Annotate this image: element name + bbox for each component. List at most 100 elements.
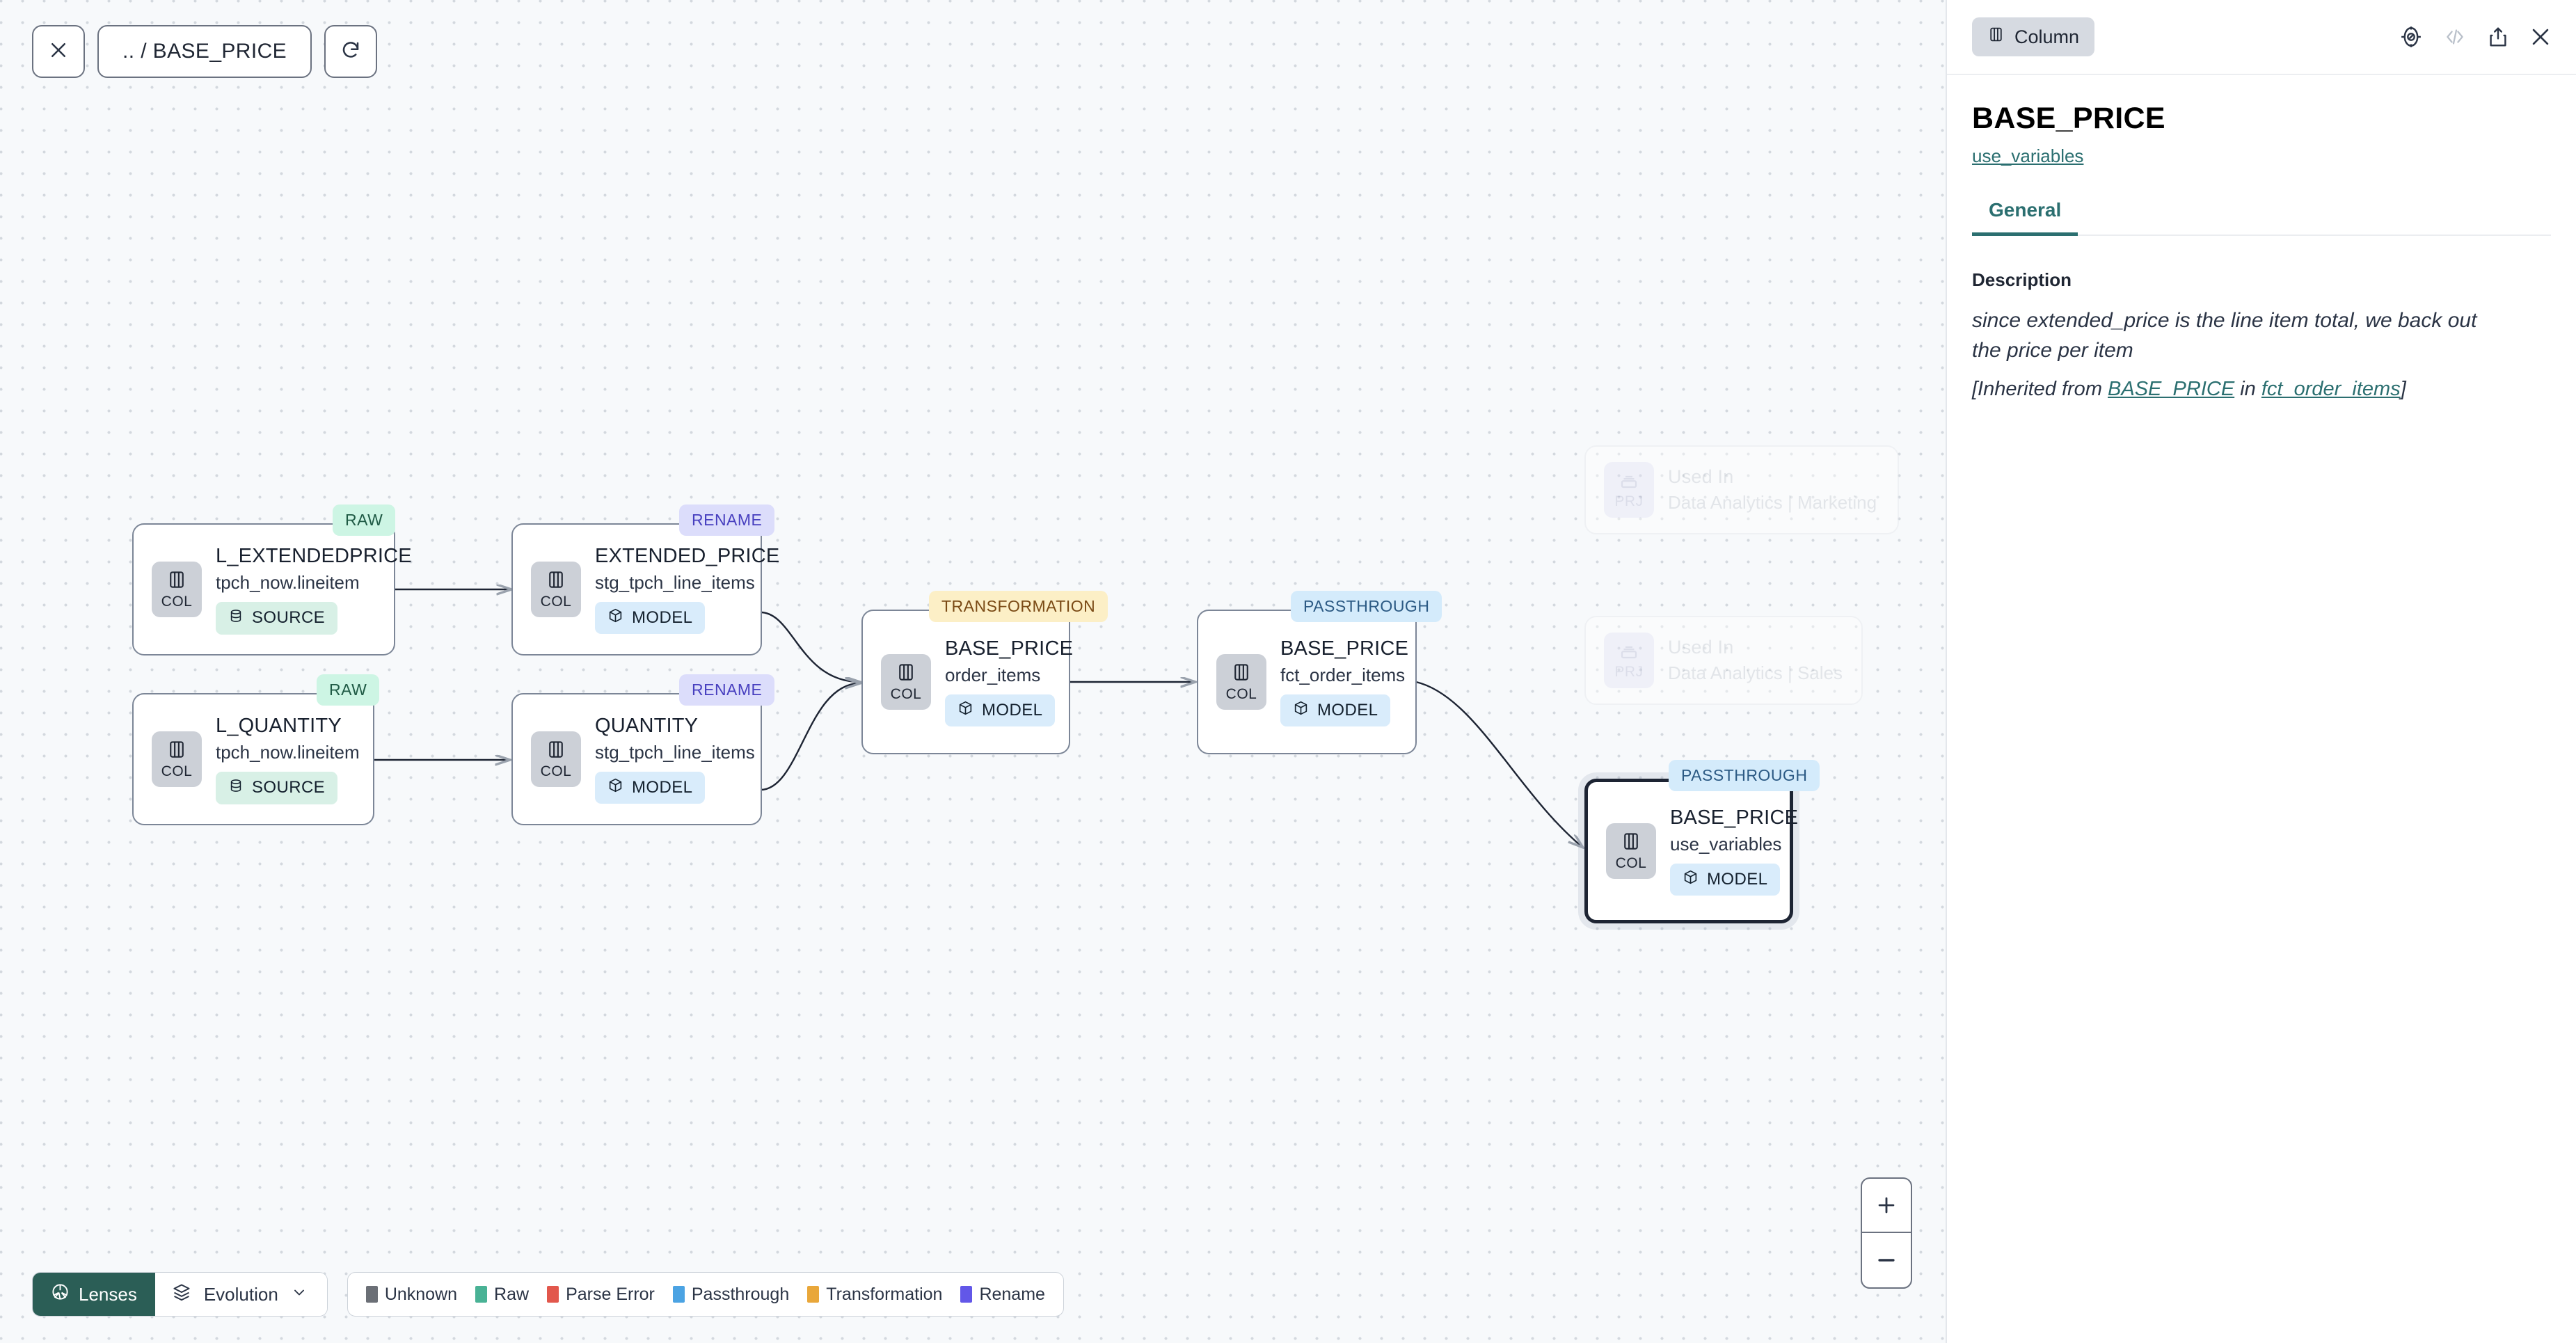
close-icon [48,40,69,64]
ghost-node-title: Used In [1668,637,1734,658]
page-title: BASE_PRICE [1972,102,2165,135]
column-type-label: COL [161,594,193,610]
column-type-label: COL [1615,855,1647,871]
kind-pill-transformation: TRANSFORMATION [929,591,1108,622]
node-materialization-tag: MODEL [595,772,706,804]
ghost-node-body: Used In Data Analytics | Marketing [1668,466,1877,514]
details-panel-actions [2399,25,2552,49]
lens-control-group: Lenses Evolution [32,1272,328,1317]
node-subtitle: use_variables [1670,834,1782,855]
zoom-in-button[interactable] [1862,1179,1911,1233]
database-icon [228,607,244,629]
kind-pill-rename: RENAME [679,504,775,536]
breadcrumb[interactable]: .. / BASE_PRICE [97,25,312,78]
legend-label: Unknown [384,1284,458,1304]
inherited-mid: in [2234,378,2261,401]
node-materialization-tag: MODEL [945,694,1056,726]
node-materialization-tag: MODEL [1280,694,1391,726]
cube-icon [607,607,623,628]
share-icon[interactable] [2487,25,2509,49]
inherited-model-link[interactable]: fct_order_items [2261,378,2401,401]
refresh-button[interactable] [324,25,378,78]
ghost-node-used-in-marketing[interactable]: PRJ Used In Data Analytics | Marketing [1584,445,1899,534]
lenses-button[interactable]: Lenses [33,1273,155,1316]
node-title: L_EXTENDEDPRICE [216,544,412,567]
legend-item[interactable]: Transformation [807,1285,942,1305]
legend-label: Parse Error [566,1284,655,1304]
node-materialization-tag: MODEL [595,602,706,634]
entity-type-label: Column [2014,26,2080,47]
project-type-badge: PRJ [1604,462,1654,518]
legend-swatch [547,1286,559,1303]
close-button[interactable] [32,25,85,78]
node-tag-label: MODEL [982,701,1043,720]
lineage-canvas[interactable]: .. / BASE_PRICE [0,0,1946,1343]
legend-item[interactable]: Unknown [365,1284,458,1305]
ghost-node-subtitle: Data Analytics | Sales [1668,662,1843,683]
ghost-node-used-in-sales[interactable]: PRJ Used In Data Analytics | Sales [1584,616,1863,705]
aperture-icon [51,1282,70,1306]
details-tabs: General [1972,199,2551,236]
node-title: QUANTITY [595,715,699,737]
layers-icon [172,1282,191,1307]
node-title: EXTENDED_PRICE [595,545,780,567]
node-materialization-tag: SOURCE [216,771,338,804]
evolution-dropdown[interactable]: Evolution [154,1273,327,1316]
zoom-out-button[interactable] [1862,1233,1911,1287]
node-materialization-tag: MODEL [1670,864,1781,896]
cube-icon [957,700,973,721]
node-subtitle: order_items [945,665,1041,685]
legend-swatch [475,1286,488,1303]
zoom-controls [1861,1177,1912,1289]
database-icon [228,777,244,799]
node-tag-label: MODEL [1707,870,1768,889]
node-tag-label: SOURCE [252,608,326,627]
lineage-node-l-quantity[interactable]: COL L_QUANTITY tpch_now.lineitem SOURCE [132,693,374,825]
legend-swatch [672,1286,685,1303]
node-subtitle: tpch_now.lineitem [216,571,360,593]
edge-kind-legend: Unknown Raw Parse Error Passthrough Tran… [347,1272,1064,1317]
lineage-node-base-price-fct-order-items[interactable]: COL BASE_PRICE fct_order_items MODEL [1197,610,1417,754]
close-panel-icon[interactable] [2529,25,2552,49]
project-type-label: PRJ [1614,493,1644,509]
lineage-node-base-price-use-variables-selected[interactable]: COL BASE_PRICE use_variables MODEL [1584,779,1798,923]
node-subtitle: fct_order_items [1280,665,1406,685]
node-tag-label: MODEL [632,778,693,797]
legend-item[interactable]: Rename [960,1285,1045,1305]
lineage-node-base-price-order-items[interactable]: COL BASE_PRICE order_items MODEL [861,610,1073,754]
parent-model-link[interactable]: use_variables [1972,145,2084,166]
legend-item[interactable]: Passthrough [672,1285,789,1305]
project-type-badge: PRJ [1604,633,1654,688]
legend-swatch [807,1286,820,1303]
column-icon [1987,25,2005,49]
inherited-suffix: ] [2400,378,2406,401]
tab-general[interactable]: General [1972,199,2078,236]
description-section-label: Description [1972,269,2072,290]
inherited-column-link[interactable]: BASE_PRICE [2108,378,2235,401]
refresh-icon [340,40,361,64]
description-text: since extended_price is the line item to… [1972,309,2477,362]
legend-item[interactable]: Raw [475,1285,529,1305]
lineage-node-l-extendedprice[interactable]: COL L_EXTENDEDPRICE tpch_now.lineitem SO… [132,523,412,655]
lineage-node-quantity[interactable]: COL QUANTITY stg_tpch_line_items MODEL [511,693,762,825]
project-type-label: PRJ [1614,664,1644,680]
legend-item[interactable]: Parse Error [547,1285,655,1305]
ghost-node-body: Used In Data Analytics | Sales [1668,637,1843,684]
code-icon[interactable] [2442,26,2467,47]
compass-icon[interactable] [2399,25,2423,49]
node-body: BASE_PRICE use_variables MODEL [1670,806,1798,896]
canvas-top-controls: .. / BASE_PRICE [32,25,378,78]
node-subtitle: stg_tpch_line_items [595,572,755,593]
legend-label: Raw [494,1284,530,1304]
lenses-label: Lenses [79,1283,137,1305]
entity-type-chip[interactable]: Column [1972,17,2095,56]
column-type-badge: COL [881,654,931,710]
column-type-label: COL [1225,686,1257,702]
node-tag-label: MODEL [632,608,693,627]
lineage-node-extended-price[interactable]: COL EXTENDED_PRICE stg_tpch_line_items M… [511,523,779,655]
parent-model-link-wrap: use_variables [1947,136,2576,167]
cube-icon [1683,869,1699,890]
chevron-down-icon [291,1284,308,1305]
legend-label: Rename [979,1284,1045,1304]
